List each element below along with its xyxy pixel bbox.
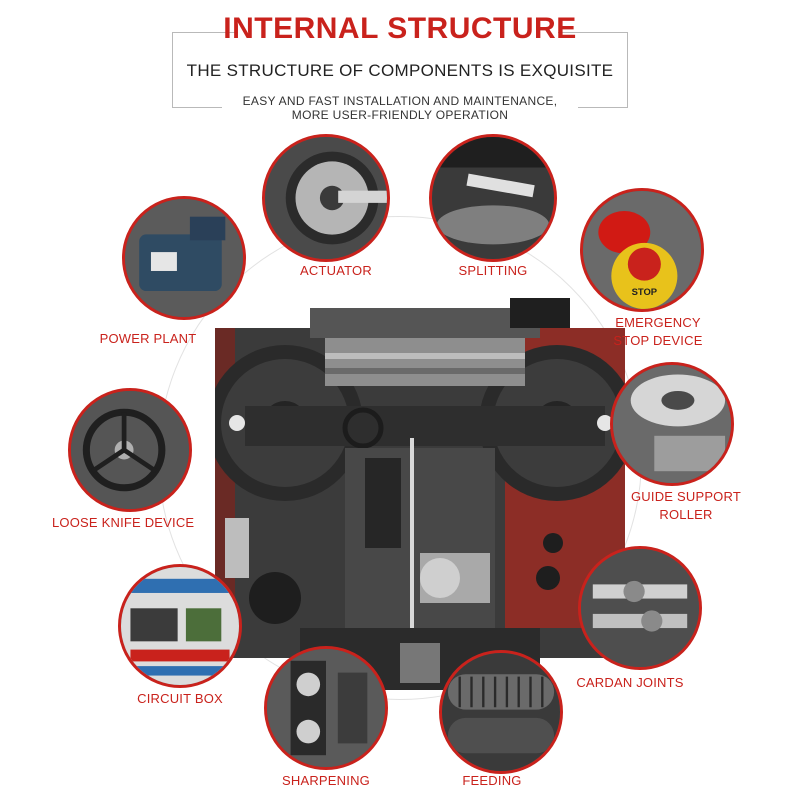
sharpening-label: SHARPENING <box>282 773 370 788</box>
sharpening-image <box>264 646 388 770</box>
circuit-box-image <box>118 564 242 688</box>
cardan-joints-label: CARDAN JOINTS <box>576 675 684 690</box>
circuit-icon <box>121 567 239 685</box>
header-frame-bottom-left <box>172 107 222 108</box>
guide-line-2: ROLLER <box>659 507 713 522</box>
feeding-image <box>439 650 563 774</box>
actuator-label: ACTUATOR <box>300 263 372 278</box>
handwheel-icon <box>71 391 189 509</box>
roller-icon <box>613 365 731 483</box>
emergency-line-2: STOP DEVICE <box>613 333 703 348</box>
circuit-box-label: CIRCUIT BOX <box>137 691 223 706</box>
guide-roller-label: GUIDE SUPPORT ROLLER <box>624 488 748 524</box>
emergency-button-icon: STOP <box>583 191 701 309</box>
guide-line-1: GUIDE SUPPORT <box>631 489 741 504</box>
emergency-stop-label: EMERGENCY STOP DEVICE <box>608 314 708 350</box>
cardan-icon <box>581 549 699 667</box>
page-title: INTERNAL STRUCTURE <box>223 12 577 45</box>
motor-icon <box>125 199 243 317</box>
power-plant-image <box>122 196 246 320</box>
splitting-label: SPLITTING <box>458 263 528 278</box>
loose-knife-label: LOOSE KNIFE DEVICE <box>52 515 195 530</box>
emergency-line-1: EMERGENCY <box>615 315 701 330</box>
cardan-joints-image <box>578 546 702 670</box>
sharpening-icon <box>267 649 385 767</box>
emergency-stop-image: STOP <box>580 188 704 312</box>
feeding-label: FEEDING <box>462 773 522 788</box>
tagline-line-2: MORE USER-FRIENDLY OPERATION <box>291 108 509 122</box>
actuator-image <box>262 134 390 262</box>
header-frame-top-right <box>558 32 628 33</box>
page-tagline: EASY AND FAST INSTALLATION AND MAINTENAN… <box>0 94 800 122</box>
header-frame-right <box>627 32 628 108</box>
loose-knife-image <box>68 388 192 512</box>
stop-text: STOP <box>632 286 657 297</box>
header-frame-bottom-right <box>578 107 628 108</box>
actuator-icon <box>265 137 387 259</box>
power-plant-label: POWER PLANT <box>99 331 197 346</box>
tagline-line-1: EASY AND FAST INSTALLATION AND MAINTENAN… <box>242 94 558 108</box>
splitting-icon <box>432 137 554 259</box>
splitting-image <box>429 134 557 262</box>
page-subtitle: THE STRUCTURE OF COMPONENTS IS EXQUISITE <box>186 61 614 80</box>
header-frame-top-left <box>172 32 238 33</box>
machine-photo <box>207 298 635 690</box>
machine-illustration <box>207 298 635 690</box>
guide-roller-image <box>610 362 734 486</box>
feeding-roller-icon <box>442 653 560 771</box>
header-frame-left <box>172 32 173 108</box>
